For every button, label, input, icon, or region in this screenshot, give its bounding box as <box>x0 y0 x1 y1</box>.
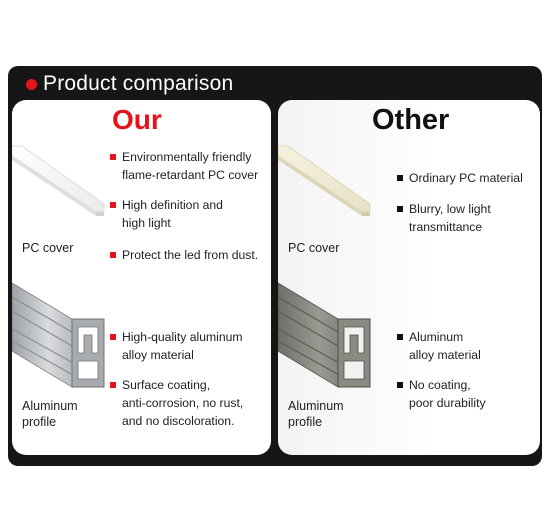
pc-cover-image <box>12 145 105 216</box>
feature-text: Surface coating, <box>122 378 211 392</box>
our-feature-4: High-quality aluminum alloy material <box>110 328 243 364</box>
feature-text: No coating, <box>409 378 471 392</box>
our-feature-1: Environmentally friendly flame-retardant … <box>110 148 258 184</box>
aluminum-profile-image <box>12 282 105 388</box>
feature-text: alloy material <box>409 348 481 362</box>
feature-text: Environmentally friendly <box>122 150 252 164</box>
section-title: Product comparison <box>26 70 233 98</box>
feature-text: flame-retardant PC cover <box>122 168 259 182</box>
black-square-bullet-icon <box>397 334 403 340</box>
feature-text: and no discoloration. <box>122 414 235 428</box>
black-square-bullet-icon <box>397 175 403 181</box>
feature-text: Blurry, low light <box>409 202 491 216</box>
our-profile-label: Aluminum profile <box>22 398 78 430</box>
our-pc-label: PC cover <box>22 241 74 255</box>
red-square-bullet-icon <box>110 252 116 258</box>
red-square-bullet-icon <box>110 154 116 160</box>
other-feature-2: Blurry, low light transmittance <box>397 200 491 236</box>
other-panel: Other PC cover Aluminum profile <box>278 100 540 455</box>
page-title: Product comparison <box>43 72 234 95</box>
red-square-bullet-icon <box>110 202 116 208</box>
feature-text: alloy material <box>122 348 194 362</box>
our-profile-label-line1: Aluminum <box>22 399 78 413</box>
pc-cover-image <box>278 145 371 216</box>
red-square-bullet-icon <box>110 382 116 388</box>
other-profile-label: Aluminum profile <box>288 398 344 430</box>
other-feature-3: Aluminum alloy material <box>397 328 481 364</box>
other-profile-label-line1: Aluminum <box>288 399 344 413</box>
our-feature-5: Surface coating, anti-corrosion, no rust,… <box>110 376 243 430</box>
black-square-bullet-icon <box>397 206 403 212</box>
other-heading: Other <box>372 104 450 136</box>
feature-text: Protect the led from dust. <box>122 248 259 262</box>
our-feature-3: Protect the led from dust. <box>110 246 258 264</box>
our-heading: Our <box>112 104 162 135</box>
feature-text: transmittance <box>409 220 483 234</box>
black-square-bullet-icon <box>397 382 403 388</box>
red-square-bullet-icon <box>110 334 116 340</box>
red-dot-icon <box>26 78 37 90</box>
feature-text: High-quality aluminum <box>122 330 243 344</box>
feature-text: poor durability <box>409 396 486 410</box>
aluminum-profile-image <box>278 282 371 388</box>
our-feature-2: High definition and high light <box>110 196 223 232</box>
other-pc-label: PC cover <box>288 241 340 255</box>
feature-text: Aluminum <box>409 330 464 344</box>
other-feature-1: Ordinary PC material <box>397 169 523 187</box>
feature-text: High definition and <box>122 198 223 212</box>
other-feature-4: No coating, poor durability <box>397 376 486 412</box>
other-profile-label-line2: profile <box>288 415 323 429</box>
our-panel: Our PC cover Aluminum pro <box>12 100 271 455</box>
feature-text: Ordinary PC material <box>409 171 523 185</box>
feature-text: high light <box>122 216 171 230</box>
feature-text: anti-corrosion, no rust, <box>122 396 244 410</box>
our-profile-label-line2: profile <box>22 415 57 429</box>
